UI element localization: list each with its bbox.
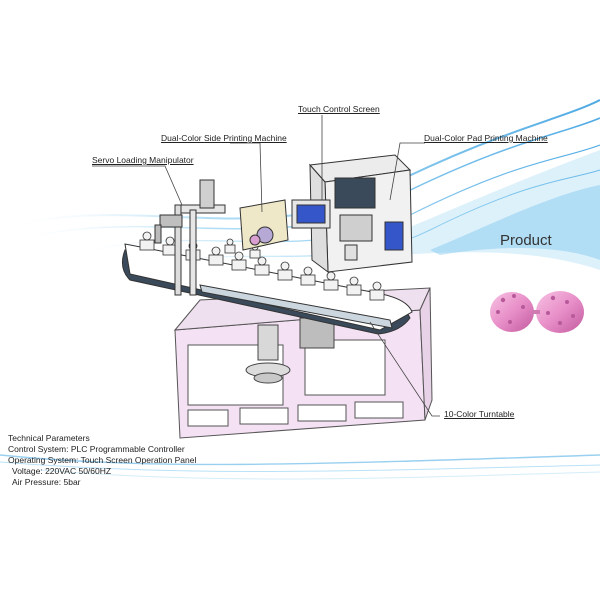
callout-servo-manipulator: Servo Loading Manipulator — [92, 155, 194, 165]
callout-lines — [92, 115, 440, 417]
product-image — [490, 291, 584, 333]
callout-turntable: 10-Color Turntable — [444, 409, 515, 419]
parameter-voltage: Voltage: 220VAC 50/60HZ — [12, 466, 112, 476]
technical-parameters: Technical Parameters Control System: PLC… — [8, 433, 196, 488]
turntable-motor — [245, 317, 335, 384]
pad-printing-machine — [291, 154, 413, 274]
product-label: Product — [500, 232, 552, 249]
servo-manipulator — [154, 179, 226, 296]
callout-side-printing: Dual-Color Side Printing Machine — [161, 133, 287, 143]
parameters-heading: Technical Parameters — [8, 433, 90, 443]
callout-touch-screen: Touch Control Screen — [298, 104, 380, 114]
touch-screen-display — [296, 204, 326, 224]
fixtures — [139, 231, 385, 301]
side-printing-machine — [239, 199, 289, 251]
parameter-control-system: Control System: PLC Programmable Control… — [8, 444, 185, 454]
background-waves — [0, 99, 600, 480]
parameter-operating-system: Operating System: Touch Screen Operation… — [8, 455, 197, 465]
parameter-air-pressure: Air Pressure: 5bar — [12, 477, 81, 487]
callout-pad-printing: Dual-Color Pad Printing Machine — [424, 133, 548, 143]
